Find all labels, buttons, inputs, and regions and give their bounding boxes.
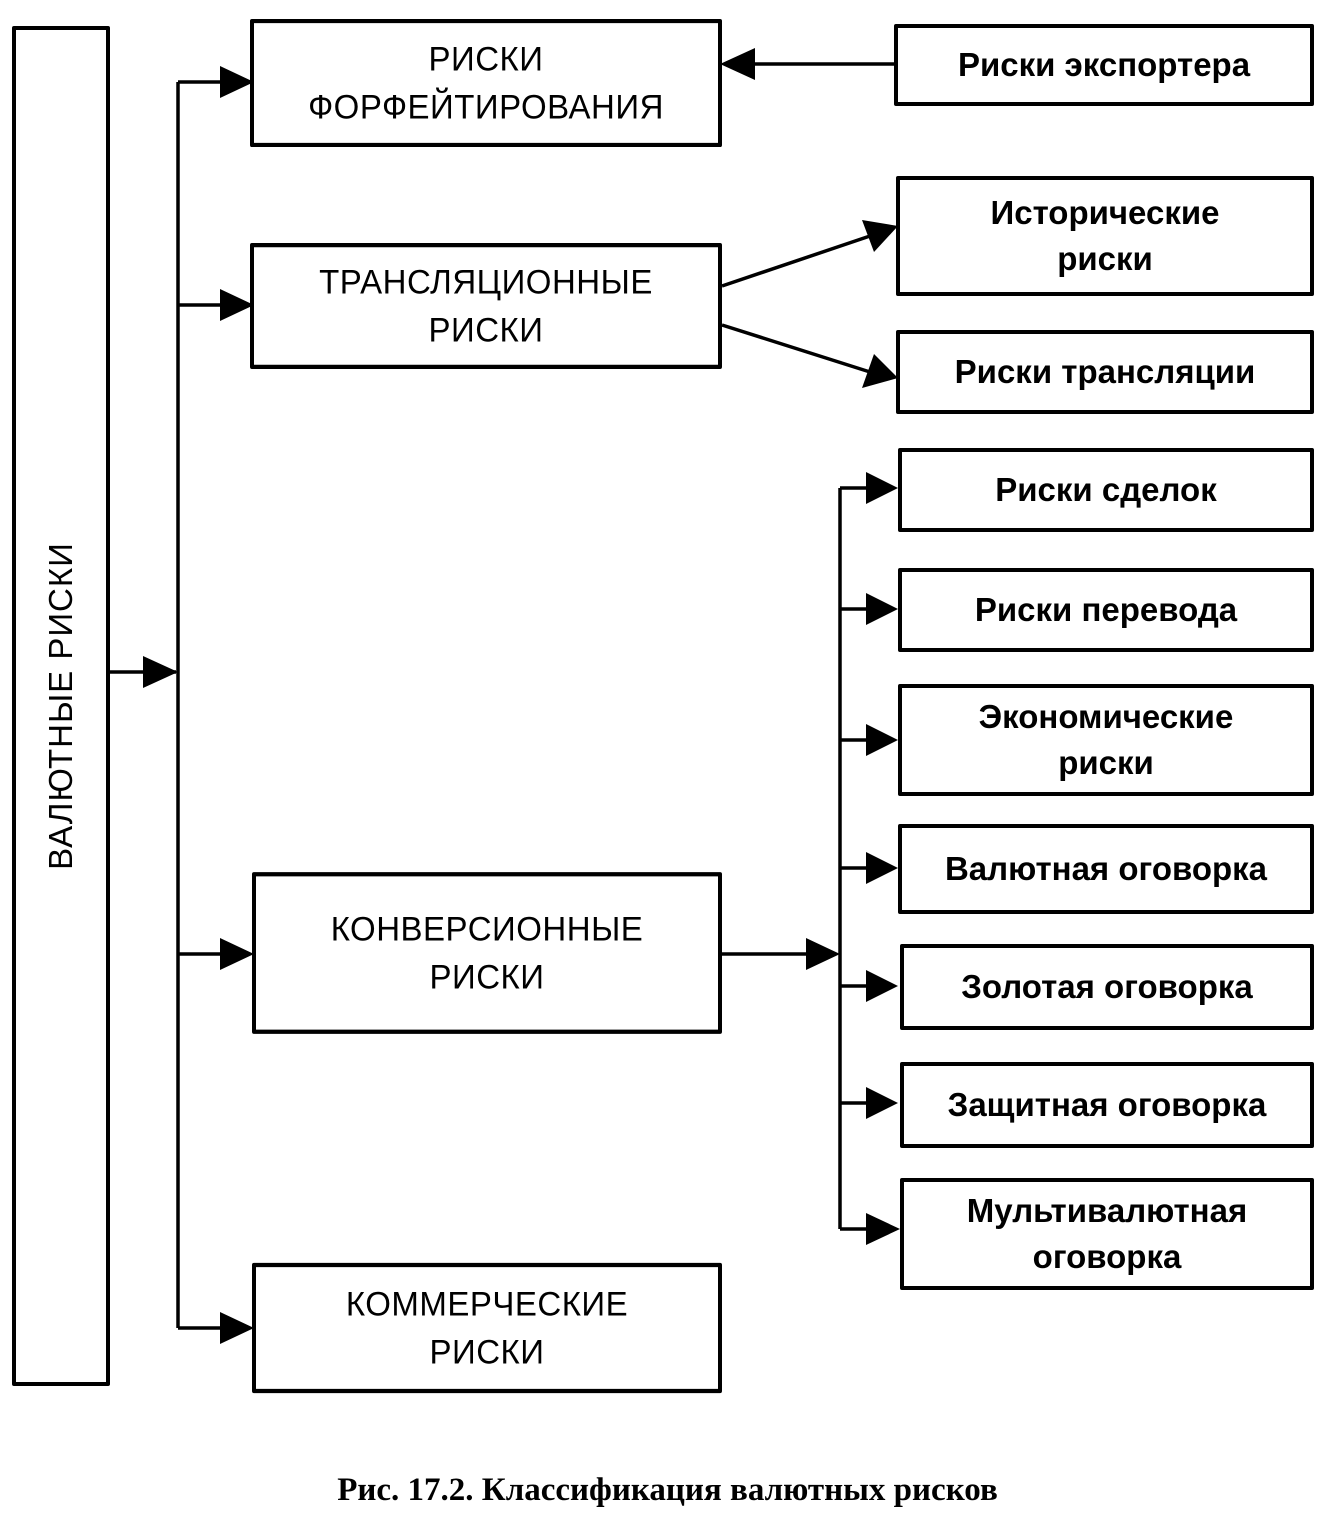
node-conversion-risks: КОНВЕРСИОННЫЕ РИСКИ <box>252 872 722 1034</box>
arrowhead-economic <box>866 724 898 756</box>
node-historical-risks: Исторические риски <box>896 176 1314 296</box>
arrowhead-translation-risk <box>862 354 898 388</box>
node-label-line: риски <box>1058 744 1154 781</box>
node-label-line: Защитная оговорка <box>947 1086 1267 1123</box>
node-label-line: Риски перевода <box>974 591 1238 628</box>
node-label-line: Валютная оговорка <box>944 850 1268 887</box>
node-label-line: КОММЕРЧЕСКИЕ <box>345 1283 629 1323</box>
node-currency-clause: Валютная оговорка <box>898 824 1314 914</box>
node-label-line: Риски экспортера <box>957 46 1251 83</box>
node-label-line: Риски сделок <box>995 471 1217 508</box>
arrowhead-gold-clause <box>866 970 898 1002</box>
arrowhead-conversion-trunk2 <box>806 938 840 970</box>
node-label-line: РИСКИ <box>429 1332 545 1372</box>
arrowhead-protective-clause <box>866 1087 898 1119</box>
connector-to-historical <box>721 234 871 288</box>
arrowhead-conversion <box>220 938 254 970</box>
node-exporter-risks: Риски экспортера <box>894 24 1314 106</box>
arrowhead-forfeiting <box>220 66 254 98</box>
node-economic-risks: Экономические риски <box>898 684 1314 796</box>
root-node-label: ВАЛЮТНЫЕ РИСКИ <box>42 542 79 870</box>
arrowhead-root <box>143 656 178 688</box>
arrowhead-commercial <box>220 1312 254 1344</box>
node-label-line: КОНВЕРСИОННЫЕ <box>330 908 644 948</box>
node-label-line: риски <box>1057 240 1153 277</box>
node-label-line: Риски трансляции <box>954 353 1256 390</box>
node-deal-risks: Риски сделок <box>898 448 1314 532</box>
node-label-line: РИСКИ <box>429 957 545 997</box>
node-translation-risk: Риски трансляции <box>896 330 1314 414</box>
arrowhead-historical <box>862 220 898 252</box>
node-label-line: Мультивалютная <box>966 1192 1248 1229</box>
figure-caption: Рис. 17.2. Классификация валютных рисков <box>337 1472 998 1508</box>
node-transfer-risks: Риски перевода <box>898 568 1314 652</box>
node-label-line: оговорка <box>1032 1238 1182 1275</box>
node-label-line: РИСКИ <box>428 38 544 78</box>
node-multicurrency-clause: Мультивалютная оговорка <box>900 1178 1314 1290</box>
node-commercial-risks: КОММЕРЧЕСКИЕ РИСКИ <box>252 1262 722 1394</box>
connector-to-translation-risk <box>721 323 871 374</box>
node-forfeiting-risks: РИСКИ ФОРФЕЙТИРОВАНИЯ <box>250 18 722 148</box>
node-label-line: Золотая оговорка <box>961 968 1253 1005</box>
arrowhead-deals <box>866 472 898 504</box>
node-label-line: ТРАНСЛЯЦИОННЫЕ <box>319 261 653 301</box>
arrowhead-currency-clause <box>866 852 898 884</box>
node-label-line: ФОРФЕЙТИРОВАНИЯ <box>308 87 664 127</box>
node-protective-clause: Защитная оговорка <box>900 1062 1314 1148</box>
node-label-line: РИСКИ <box>428 310 544 350</box>
arrowhead-multicurrency-clause <box>866 1213 900 1245</box>
node-translation-risks: ТРАНСЛЯЦИОННЫЕ РИСКИ <box>250 243 722 369</box>
node-label-line: Экономические <box>978 698 1234 735</box>
root-node-currency-risks: ВАЛЮТНЫЕ РИСКИ <box>12 26 110 1386</box>
arrowhead-translation <box>220 289 254 321</box>
arrowhead-transfer <box>866 593 898 625</box>
arrowhead-exporter <box>720 48 755 80</box>
node-gold-clause: Золотая оговорка <box>900 944 1314 1030</box>
node-label-line: Исторические <box>990 194 1220 231</box>
